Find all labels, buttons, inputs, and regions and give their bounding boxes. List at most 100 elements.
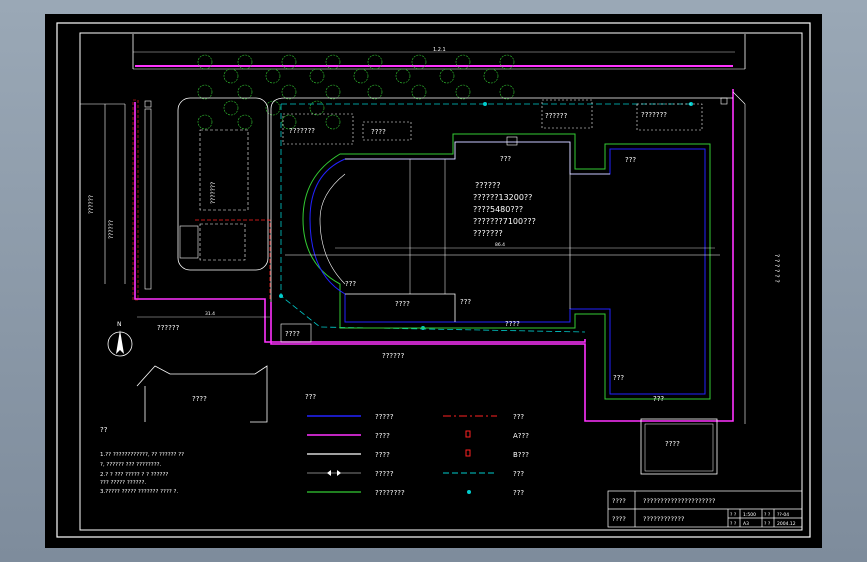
tree-symbol [237,84,253,100]
site-edge [270,97,733,302]
tree-symbol [265,100,281,116]
legend-item: B??? [513,451,529,459]
legend-item: ??? [513,413,524,421]
well-node [279,294,283,298]
title-block-meta: ? ? [764,512,771,518]
tree-symbol [197,84,213,100]
entrance-box [280,323,312,343]
notes-line: 2.? ? ??? ????? ? ? ?????? [100,472,168,478]
title-block-meta: 2004.12 [777,521,796,527]
notes-line: ??? ????? ??????. [100,480,146,486]
tree-symbol [325,54,341,70]
right-wing-label: ??? [613,374,624,382]
dim-middle: 86.4 [495,242,505,248]
top-box2 [362,121,412,141]
tree-symbol [367,84,383,100]
tree-symbol [309,100,325,116]
title-block-meta: ??-04 [777,512,789,518]
dim-top: 1.2.1 [433,47,446,53]
tree-symbol [281,84,297,100]
inner-border [79,32,803,531]
top-right-box2-label: ??????? [641,111,667,119]
notes-line: 1.?? ????????????, ?? ?????? ?? [100,452,184,458]
parking-area-2 [199,223,246,261]
arc-wall [319,173,346,285]
site-plan-svg: 1.2.1 ?????? ?????? ??????? ??????? ????… [56,22,811,538]
tree-symbol [309,68,325,84]
parking-block [177,97,269,271]
tree-symbol [455,54,471,70]
building-footprint-area: ????5480??? [473,205,523,214]
legend-item: ???????? [375,489,405,497]
neighbor-building [136,365,268,423]
outside-box-label: ???? [665,440,680,448]
road-line [732,91,746,105]
title-block-label: ???? [612,515,626,523]
tree-symbol [499,54,515,70]
entrance-mark [506,136,518,146]
top-right-box2 [636,103,703,131]
tree-symbol [237,114,253,130]
north-arrow-label: N [117,321,122,328]
tree-symbol [367,54,383,70]
tree-symbol [411,54,427,70]
tree-symbol [281,114,297,130]
garage [179,225,199,259]
tree-symbol [197,114,213,130]
pipe-cyan-left [280,104,586,333]
tree-symbol [411,84,427,100]
title-block-meta: ? ? [764,521,771,527]
legend-arrow [337,470,341,476]
legend-item: A??? [513,432,529,440]
title-block-drawing: ???????????? [643,515,684,523]
well-node [483,102,487,106]
title-block-meta: ? ? [730,521,737,527]
outside-box-inner [644,423,714,472]
tree-symbol [439,68,455,84]
left-hall-label: ??? [345,280,356,288]
dim-bottom-left: 31.4 [205,311,215,317]
title-block-meta: 1:500 [743,512,756,518]
legend-arrow [327,470,331,476]
legend-swatch-node [467,490,471,494]
top-left-box [282,113,354,145]
left-street-label: ?????? [108,220,115,239]
title-block-meta: ? ? [730,512,737,518]
legend-swatch-b [465,449,471,457]
tree-symbol [265,68,281,84]
north-text: ?????? [157,324,180,332]
marker [720,97,728,105]
boundary-dash [132,99,139,301]
outer-border [56,22,811,538]
property-line-left [134,102,586,343]
parking-label: ??????? [210,182,217,204]
legend-title: ??? [305,393,316,401]
neighbor-label-text: ???? [192,395,207,403]
tree-symbol [223,100,239,116]
left-hall-label2: ???? [395,300,410,308]
left-strip [144,108,152,290]
building-floors: ??????? [473,229,503,238]
tree-symbol [281,54,297,70]
north-arrow-icon [116,330,124,354]
title-block-label: ???? [612,497,626,505]
notes-title: ?? [100,426,108,434]
entrance-label: ??? [500,155,511,163]
legend-item: ??? [513,470,524,478]
tree-symbol [353,68,369,84]
top-box2-label: ???? [371,128,386,136]
tree-symbol [223,68,239,84]
top-right-box1 [541,99,593,129]
south-road-label: ?????? [382,352,405,360]
legend-swatch-a [465,430,471,438]
bottom-label2: ???? [505,320,520,328]
building-area: ??????13200?? [473,193,532,202]
outside-box [640,418,718,475]
legend-item: ???? [375,432,390,440]
neighbor-label: ?????? [88,195,95,214]
right-wing-top-label: ??? [625,156,636,164]
legend-item: ????? [375,470,394,478]
notes-line: 3.????? ????? ??????? ???? ?. [100,489,178,495]
tree-symbol [325,84,341,100]
building-height: ???????7100??? [473,217,536,226]
